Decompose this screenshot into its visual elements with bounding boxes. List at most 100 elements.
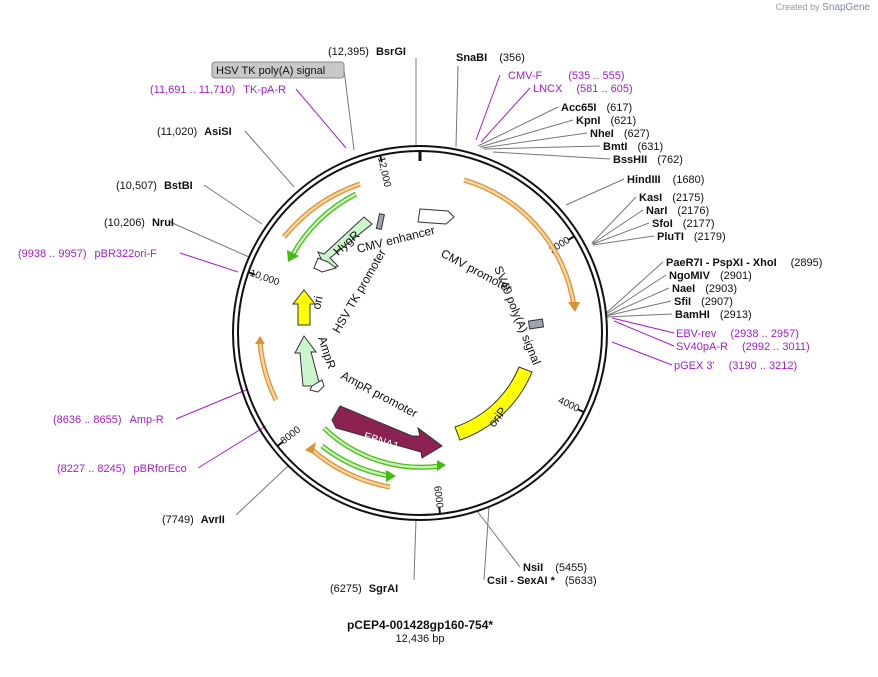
backbone-outer: [232, 145, 608, 521]
leader-tk-pa-r: [295, 88, 347, 149]
hsv-tk-polya-callout-label: HSV TK poly(A) signal: [216, 65, 325, 77]
label-ori: ori: [309, 295, 325, 311]
orf-arc-bottom-left-fill: [309, 447, 391, 489]
leader-acc65i: [477, 106, 559, 147]
orf-arrow-bottom-left: [305, 442, 316, 454]
tick-label-4000: 4000: [556, 395, 581, 415]
leader-tk-polya-callout: [343, 69, 355, 151]
orf-arc-top-left: [282, 181, 361, 239]
snapgene-logo: SnapGene: [822, 2, 870, 13]
leader-bstbi: [203, 184, 263, 225]
green-arc-hygr-fill: [290, 192, 357, 257]
primer-sv40pa-r: SV40pA-R(2992 .. 3011): [676, 341, 810, 353]
site-ngomiv: NgoMIV(2901): [669, 270, 752, 282]
orf-arc-left-fill: [258, 341, 278, 401]
primer-lncx: LNCX(581 .. 605): [533, 83, 633, 95]
feature-ampr-promoter-arrow: [309, 379, 325, 393]
leader-avrii: [235, 465, 289, 516]
leader-cmv-f: [475, 74, 501, 141]
site-nsii: NsiI(5455): [523, 562, 587, 574]
site-leaders: [169, 58, 675, 581]
leader-bamhi: [605, 313, 673, 318]
feature-tk-polya-box: [375, 213, 385, 231]
leader-ebv-rev: [611, 317, 675, 334]
orf-arc-left: [257, 341, 279, 402]
site-paer7i-pspxi-xhoi: PaeR7I - PspXI - XhoI(2895): [666, 257, 822, 269]
site-bstbi: (10,507)BstBI: [116, 180, 193, 192]
site-nari: NarI(2176): [646, 205, 709, 217]
primer-pbr322ori-f: (9938 .. 9957)pBR322ori-F: [18, 248, 157, 260]
leader-kasi: [591, 196, 637, 244]
orf-arrow-upper-right: [568, 302, 580, 312]
leader-sfoi: [592, 222, 650, 245]
site-kpni: KpnI(621): [576, 115, 636, 127]
green-arc-amp-1-fill: [323, 427, 441, 469]
primer-labels: CMV-F(535 .. 555) LNCX(581 .. 605) EBV-r…: [18, 70, 810, 475]
site-bsshii: BssHII(762): [613, 154, 683, 166]
feature-ebna1-arrow: [331, 405, 443, 459]
site-avrii: (7749)AvrII: [162, 514, 225, 526]
primer-pgex-3: pGEX 3'(3190 .. 3212): [674, 360, 797, 372]
site-acc65i: Acc65I(617): [561, 102, 632, 114]
green-arc-amp-2-fill: [321, 445, 391, 478]
leader-paer7i: [604, 261, 664, 315]
feature-sv40-polya-box: [527, 318, 545, 330]
tick-label-12000: 12,000: [375, 156, 393, 189]
site-pluti: PluTI(2179): [657, 231, 726, 243]
site-labels: (12,395)BsrGI SnaBI(356) Acc65I(617) Kpn…: [104, 46, 822, 595]
leader-pluti: [592, 235, 655, 246]
site-sfoi: SfoI(2177): [652, 218, 715, 230]
leader-pgex-3: [611, 341, 673, 366]
feature-orip-arc: [454, 366, 533, 441]
leader-amp-r: [175, 389, 247, 420]
leader-ngomiv: [604, 274, 667, 316]
label-hsv-tk-promoter: HSV TK promoter: [329, 247, 388, 336]
plasmid-size: 12,436 bp: [396, 633, 445, 645]
tick-2000: [567, 235, 575, 241]
tick-4000: [577, 408, 585, 414]
leader-bmti: [483, 145, 601, 150]
leader-kpni: [479, 119, 574, 148]
primer-ebv-rev: EBV-rev(2938 .. 2957): [676, 328, 799, 340]
feature-hsv-tk-promoter-arrow: [313, 257, 338, 273]
tick-label-6000: 6000: [431, 485, 444, 509]
leader-sv40pa-r: [613, 320, 675, 347]
site-kasi: KasI(2175): [639, 192, 704, 204]
leader-bsshii: [492, 151, 611, 160]
leader-nrui: [169, 221, 250, 258]
tick-label-8000: 8000: [279, 424, 304, 447]
leader-nari: [591, 209, 644, 245]
feature-ori-arrow: [291, 289, 317, 326]
label-ampr: AmpR: [315, 335, 339, 371]
tick-8000: [276, 440, 284, 447]
primer-pbrforeco: (8227 .. 8245)pBRforEco: [57, 463, 187, 475]
leader-naei: [605, 287, 670, 317]
leader-sfii: [605, 300, 672, 317]
site-naei: NaeI(2903): [672, 283, 737, 295]
green-arrow-amp-1: [437, 460, 446, 471]
tick-10000: [248, 271, 256, 276]
primer-cmv-f: CMV-F(535 .. 555): [508, 70, 625, 82]
backbone-inner: [237, 150, 603, 516]
leader-sgrai: [413, 518, 417, 581]
site-hindiii: HindIII(1680): [627, 174, 704, 186]
site-bmti: BmtI(631): [603, 141, 663, 153]
orf-arrow-left: [255, 336, 265, 344]
green-arrow-hygr: [287, 250, 299, 262]
orf-arc-upper-right-fill: [463, 178, 576, 307]
credit-prefix: Created by: [775, 2, 820, 12]
tick-12000: [379, 155, 383, 163]
primer-tk-pa-r: (11,691 .. 11,710)TK-pA-R: [150, 84, 286, 96]
site-nhei: NheI(627): [590, 128, 650, 140]
orf-arc-top-left-fill: [283, 182, 361, 238]
site-asisi: (11,020)AsiSI: [157, 126, 232, 138]
orf-arc-bottom-left: [308, 446, 391, 490]
credit: Created by SnapGene: [776, 2, 870, 13]
leader-hindiii: [565, 178, 625, 206]
leader-pbr322ori-f: [179, 252, 239, 273]
site-snabi: SnaBI(356): [456, 52, 525, 64]
feature-cmv-enhancer-arrow: [417, 208, 455, 225]
site-csii-sexai: CsiI - SexAI *(5633): [487, 575, 597, 587]
